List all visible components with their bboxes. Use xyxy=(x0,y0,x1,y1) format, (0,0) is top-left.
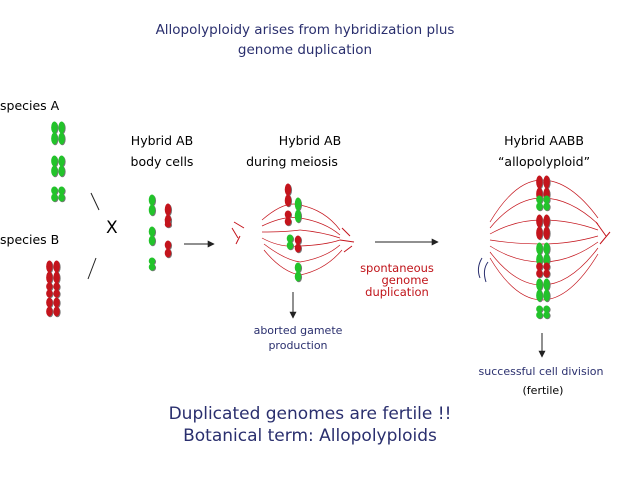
hybrid-body-green-2 xyxy=(148,226,157,247)
aborted-gamete-label-1: aborted gamete xyxy=(253,324,343,337)
species-a-chromosome-3-left xyxy=(51,186,59,203)
spontaneous-duplication-label-2: genome xyxy=(381,273,429,287)
meiosis-spindle-fiber xyxy=(261,237,301,247)
hybrid-body-label-2: body cells xyxy=(130,154,194,169)
allo-spindle-fiber xyxy=(489,251,543,286)
hybrid-meiosis-label-2: during meiosis xyxy=(246,154,338,169)
title-line-2: genome duplication xyxy=(237,42,373,58)
bottom-line-2: Botanical term: Allopolyploids xyxy=(183,426,437,446)
hybrid-body-red-3 xyxy=(164,216,173,229)
meiosis-right-pole xyxy=(339,227,355,253)
species-b-label: species B xyxy=(0,232,60,247)
meiosis-spindle-fiber xyxy=(261,229,301,233)
species-a-chromosome-2-right xyxy=(58,155,66,178)
hybrid-meiosis-label-1: Hybrid AB xyxy=(278,133,342,148)
allo-red-pair-3-left xyxy=(536,262,544,279)
allo-red-pair-2-right xyxy=(543,214,551,241)
spontaneous-duplication-label-1: spontaneous xyxy=(360,261,434,275)
allo-right-pole xyxy=(595,221,611,245)
allo-spindle-fiber xyxy=(541,235,599,245)
allo-green-pair-4-left xyxy=(536,305,544,320)
allo-red-pair-1-right xyxy=(543,175,551,202)
spontaneous-duplication-label-3: duplication xyxy=(365,285,429,299)
allo-green-pair-1-right xyxy=(543,195,551,212)
allo-spindle-fiber xyxy=(489,219,543,235)
meiosis-spindle-fiber xyxy=(299,229,341,239)
meiosis-red-2 xyxy=(284,210,293,227)
allo-spindle-fiber xyxy=(489,239,543,245)
allo-spindle-fiber xyxy=(489,257,543,301)
allo-spindle-fiber xyxy=(489,245,543,263)
allo-green-pair-4-right xyxy=(543,305,551,320)
title-line-1: Allopolyploidy arises from hybridization… xyxy=(155,22,455,38)
allo-green-pair-2-right xyxy=(543,242,551,267)
allopolyploid-label-2: “allopolyploid” xyxy=(497,154,591,169)
hybrid-body-red-2 xyxy=(164,240,173,259)
allo-red-pair-3-right xyxy=(543,262,551,279)
successful-division-label-1: successful cell division xyxy=(478,365,604,378)
species-a-chromosome-3-right xyxy=(58,186,66,203)
allo-red-pair-2-left xyxy=(536,214,544,241)
cross-slash-lower xyxy=(87,257,97,280)
meiosis-green-3 xyxy=(294,262,303,283)
species-a-chromosome-2-left xyxy=(51,155,59,178)
meiosis-red-1 xyxy=(284,183,293,208)
meiosis-green-2 xyxy=(286,234,295,251)
allopolyploid-label-1: Hybrid AABB xyxy=(504,133,584,148)
hybrid-body-green-3 xyxy=(148,257,157,272)
species-b-chromosome-1-right xyxy=(53,260,61,285)
hybrid-body-green-1 xyxy=(148,194,157,217)
hybrid-body-label-1: Hybrid AB xyxy=(130,133,194,148)
cross-symbol: X xyxy=(106,218,118,238)
successful-division-label-2: (fertile) xyxy=(522,384,564,397)
species-b-chromosome-3-left xyxy=(46,297,54,318)
meiosis-spindle-fiber xyxy=(299,249,343,276)
meiosis-spindle-fiber xyxy=(299,239,341,247)
allo-left-pole xyxy=(477,257,489,283)
species-b-chromosome-1-left xyxy=(46,260,54,285)
allo-green-pair-2-left xyxy=(536,242,544,267)
species-a-label: species A xyxy=(0,98,60,113)
species-b-chromosome-2-left xyxy=(46,282,54,299)
meiosis-spindle-fiber xyxy=(299,204,341,231)
allo-green-pair-3-right xyxy=(543,278,551,303)
meiosis-red-3 xyxy=(294,235,303,254)
cross-slash-upper xyxy=(90,192,100,211)
meiosis-spindle-fiber xyxy=(263,249,301,276)
meiosis-spindle-fiber xyxy=(299,217,341,236)
meiosis-spindle-fiber xyxy=(299,244,341,263)
species-b-chromosome-2-right xyxy=(53,282,61,299)
meiosis-left-pole xyxy=(231,221,245,245)
meiosis-green-1 xyxy=(294,197,303,224)
allo-spindle-fiber xyxy=(489,179,543,223)
meiosis-spindle-fiber xyxy=(261,217,301,227)
allo-green-pair-3-left xyxy=(536,278,544,303)
species-b-chromosome-3-right xyxy=(53,297,61,318)
allo-green-pair-1-left xyxy=(536,195,544,212)
species-a-chromosome-1-left xyxy=(51,121,59,146)
aborted-gamete-label-2: production xyxy=(268,339,328,352)
meiosis-spindle-fiber xyxy=(263,243,301,263)
species-a-chromosome-1-right xyxy=(58,121,66,146)
bottom-line-1: Duplicated genomes are fertile !! xyxy=(168,404,452,424)
